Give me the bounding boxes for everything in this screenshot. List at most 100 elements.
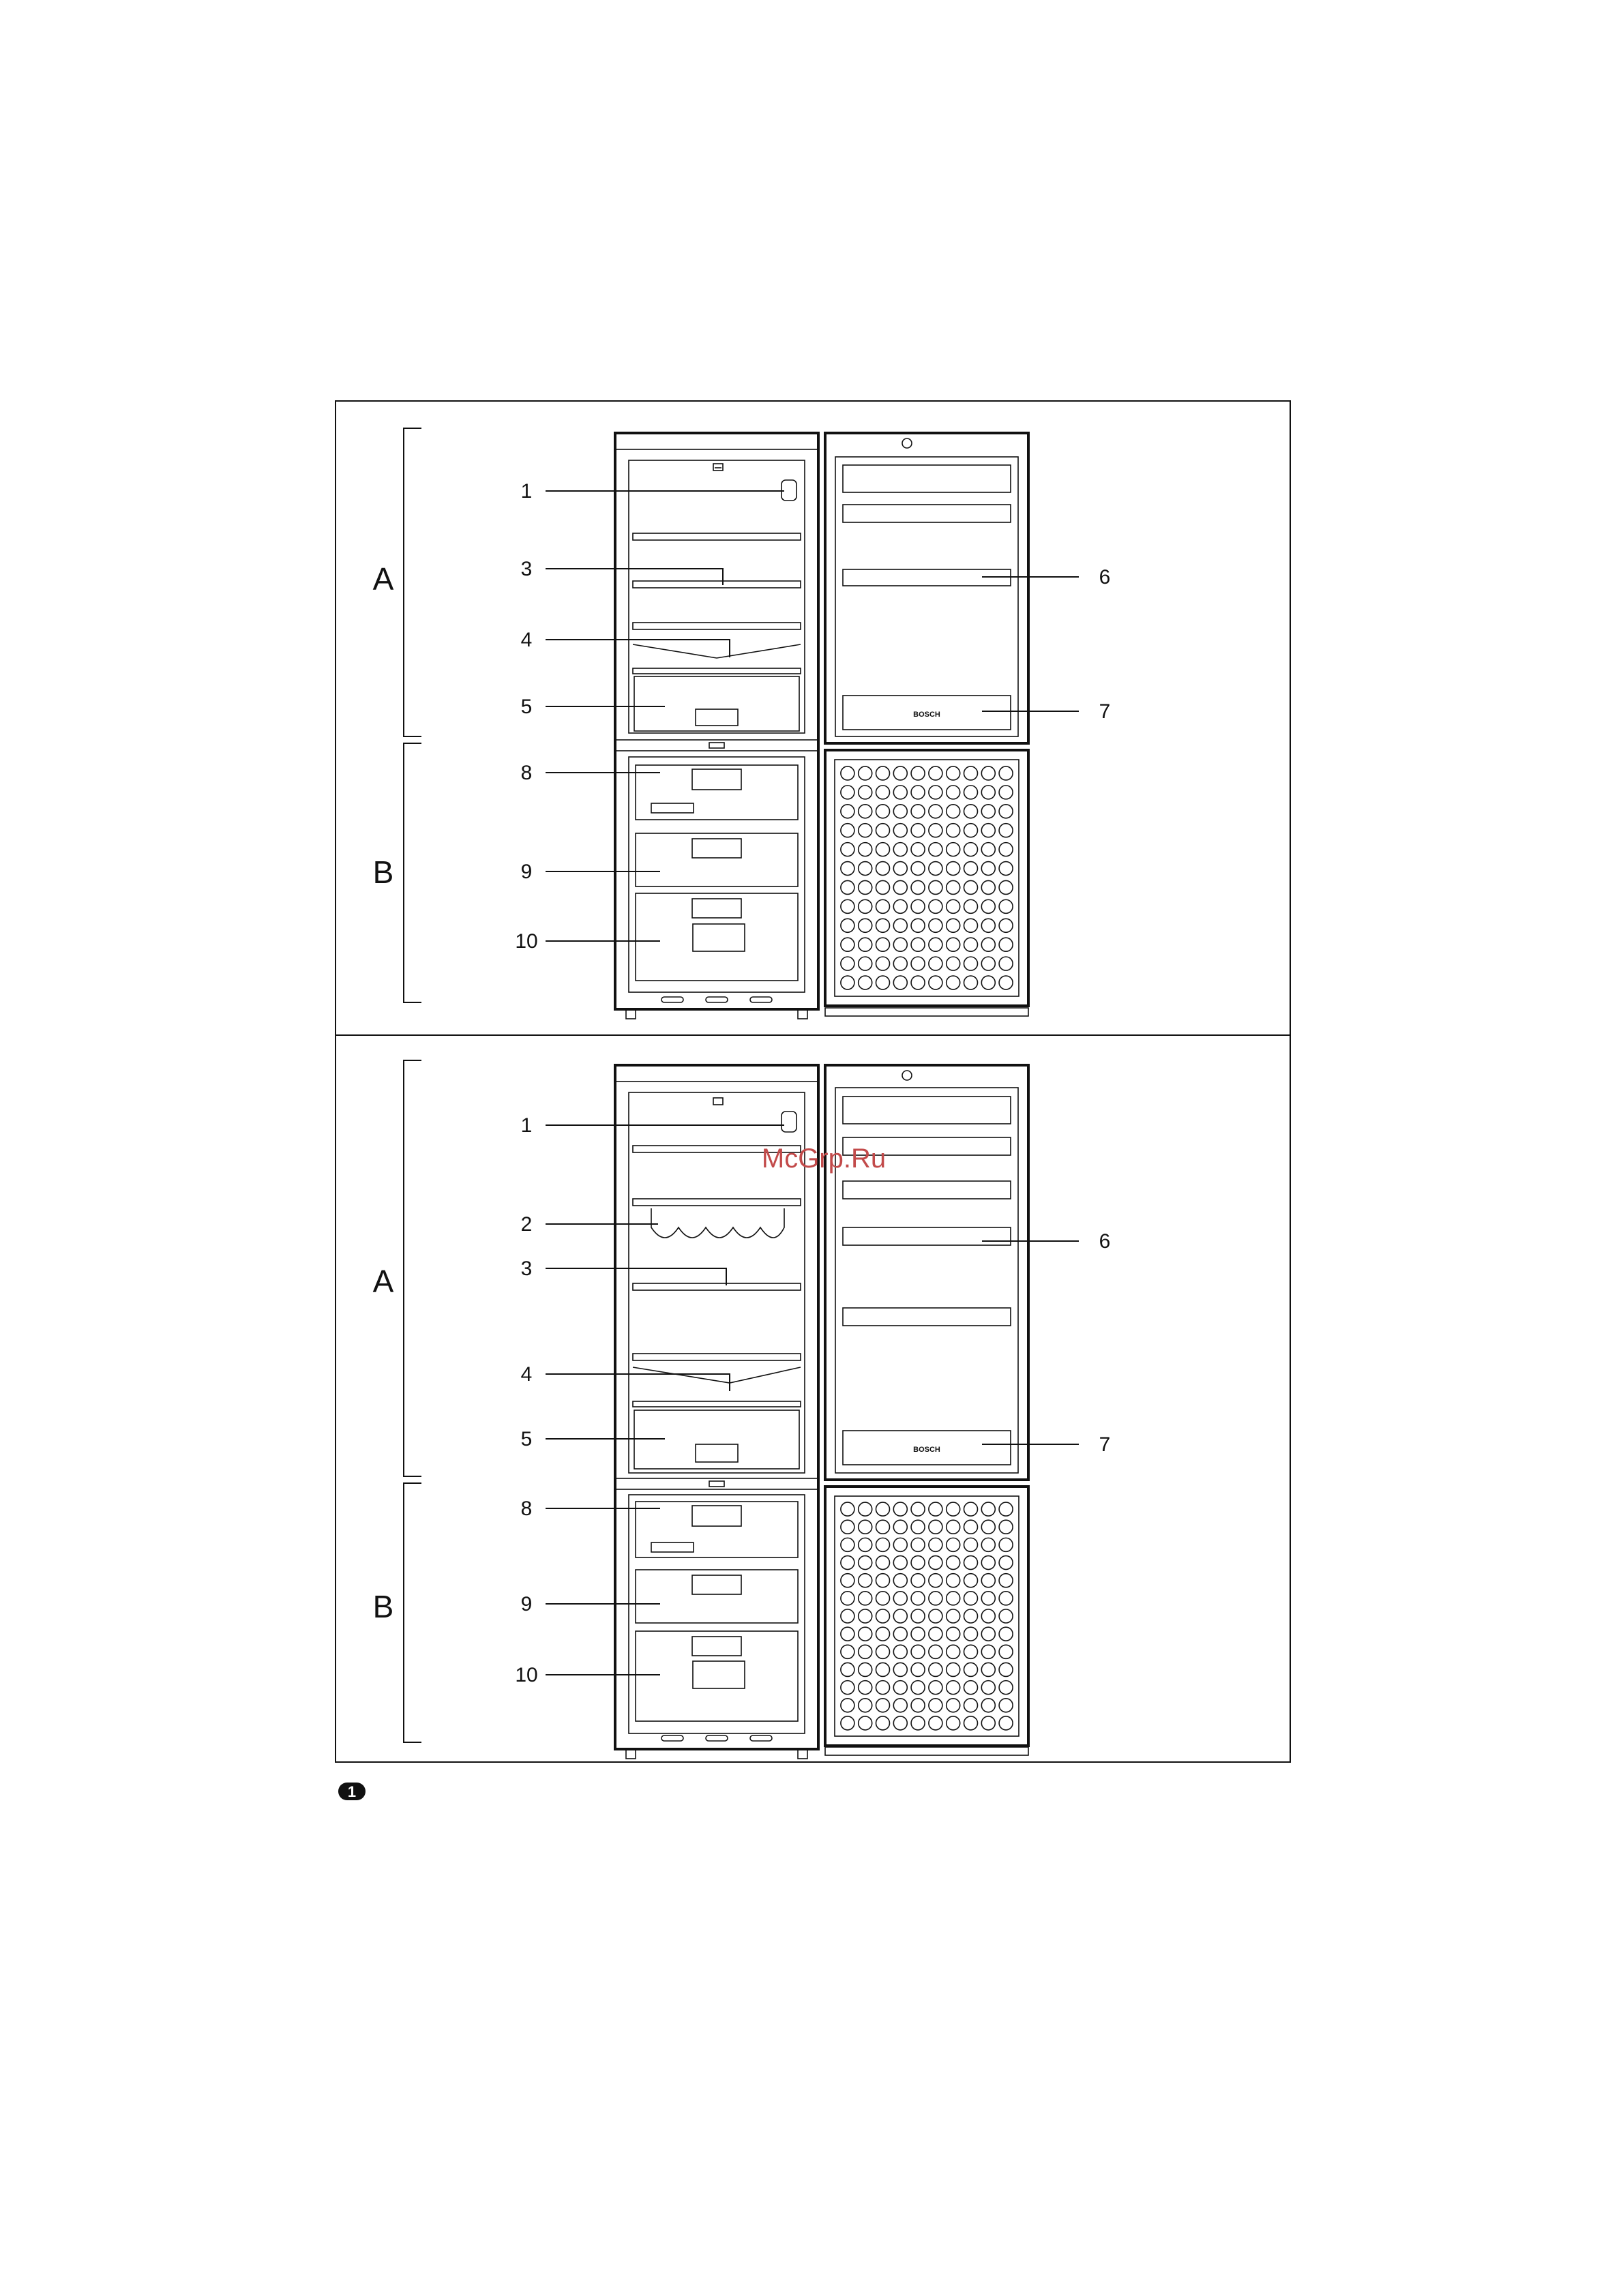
callout-6: 6 — [1099, 566, 1111, 588]
ice-pack-dot — [911, 1645, 925, 1658]
ice-pack-dot — [859, 1645, 872, 1658]
ice-pack-dot — [859, 1627, 872, 1641]
ice-pack-dot — [964, 957, 978, 970]
ice-pack-dot — [893, 1699, 907, 1712]
ice-pack-dot — [999, 786, 1013, 799]
ice-pack-dot — [981, 1681, 995, 1695]
ice-pack-dot — [876, 1681, 890, 1695]
ice-pack-dot — [964, 1699, 978, 1712]
ice-pack-dot — [893, 1681, 907, 1695]
ice-pack-dot — [893, 880, 907, 894]
ice-pack-dot — [876, 1716, 890, 1730]
ice-pack-dot — [911, 1538, 925, 1551]
ice-pack-dot — [876, 1663, 890, 1676]
ice-pack-dot — [841, 1681, 854, 1695]
ice-pack-dot — [999, 1627, 1013, 1641]
ice-pack-dot — [929, 919, 942, 932]
ice-pack-dot — [964, 1627, 978, 1641]
ice-pack-dot — [859, 843, 872, 856]
ice-pack-dot — [859, 1699, 872, 1712]
ice-pack-dot — [841, 1645, 854, 1658]
ice-pack-dot — [929, 1663, 942, 1676]
ice-pack-dot — [859, 1592, 872, 1605]
ice-pack-dot — [911, 919, 925, 932]
callouts-right: 6 7 — [982, 1230, 1110, 1456]
ice-pack-dot — [981, 976, 995, 989]
ice-pack-dot — [859, 957, 872, 970]
ice-pack-dot — [876, 786, 890, 799]
ice-pack-dot — [981, 1645, 995, 1658]
section-label-b: B — [373, 1589, 394, 1624]
ice-pack-dot — [999, 976, 1013, 989]
ice-pack-dot — [841, 880, 854, 894]
ice-pack-dot — [999, 899, 1013, 913]
ice-pack-dot — [911, 1627, 925, 1641]
ice-pack-dot — [893, 976, 907, 989]
ice-pack-dot — [947, 862, 960, 876]
ice-pack-dot — [999, 1699, 1013, 1712]
ice-pack-dot — [999, 957, 1013, 970]
ice-pack-dot — [964, 1502, 978, 1516]
ice-pack-dot — [841, 766, 854, 780]
ice-pack-dot — [911, 1574, 925, 1587]
ice-pack-dot — [981, 1556, 995, 1570]
ice-pack-dot — [859, 1663, 872, 1676]
ice-pack-dot — [841, 976, 854, 989]
ice-pack-dot — [876, 1520, 890, 1534]
ice-pack-dot — [859, 1681, 872, 1695]
ice-pack-dot — [876, 1592, 890, 1605]
ice-pack-dot — [947, 824, 960, 837]
ice-pack-dot — [841, 1502, 854, 1516]
ice-pack-dot — [841, 938, 854, 951]
ice-pack-dot — [981, 766, 995, 780]
ice-pack-dot — [999, 1556, 1013, 1570]
ice-pack-dot — [859, 1538, 872, 1551]
section-bracket-b — [404, 1483, 421, 1742]
ice-pack-dot — [859, 862, 872, 876]
ice-pack-dot — [876, 938, 890, 951]
ice-pack-dot — [893, 862, 907, 876]
ice-pack-dot — [876, 919, 890, 932]
watermark: McGrp.Ru — [762, 1144, 886, 1174]
ice-pack-dot — [876, 976, 890, 989]
ice-pack-dot — [929, 899, 942, 913]
ice-pack-dot — [859, 1716, 872, 1730]
ice-pack-dot — [911, 843, 925, 856]
ice-pack-dot — [999, 824, 1013, 837]
ice-pack-dot — [893, 919, 907, 932]
ice-pack-dot — [964, 1592, 978, 1605]
ice-pack-dot — [964, 899, 978, 913]
callout-4: 4 — [521, 1363, 533, 1386]
ice-pack-dot — [947, 957, 960, 970]
ice-pack-dot — [893, 1716, 907, 1730]
ice-pack-dot — [859, 1609, 872, 1623]
ice-pack-dot — [929, 938, 942, 951]
ice-pack-dot — [893, 843, 907, 856]
ice-pack-dot — [893, 1645, 907, 1658]
ice-pack-dot — [981, 880, 995, 894]
ice-pack-dot — [876, 957, 890, 970]
brand-logo-text: BOSCH — [913, 1446, 940, 1454]
callouts-left: 1 3 4 5 8 9 10 — [515, 480, 784, 953]
ice-pack-dot — [981, 919, 995, 932]
ice-pack-dot — [929, 1645, 942, 1658]
ice-pack-dot — [947, 1574, 960, 1587]
ice-pack-dot — [876, 880, 890, 894]
ice-pack-dot — [876, 899, 890, 913]
ice-pack-dot — [929, 805, 942, 818]
ice-pack-dot — [859, 880, 872, 894]
ice-pack-dot — [947, 1609, 960, 1623]
ice-pack-dot — [893, 1574, 907, 1587]
ice-pack-dot — [929, 957, 942, 970]
ice-pack-dot — [929, 1502, 942, 1516]
ice-pack-dot — [911, 786, 925, 799]
ice-pack-dot — [929, 824, 942, 837]
ice-pack-dot — [859, 1520, 872, 1534]
ice-pack-dot — [964, 1716, 978, 1730]
ice-pack-dot — [841, 1592, 854, 1605]
ice-pack-dot — [964, 938, 978, 951]
ice-pack-dot — [893, 899, 907, 913]
ice-pack-dot — [911, 1502, 925, 1516]
section-label-a: A — [373, 561, 394, 597]
